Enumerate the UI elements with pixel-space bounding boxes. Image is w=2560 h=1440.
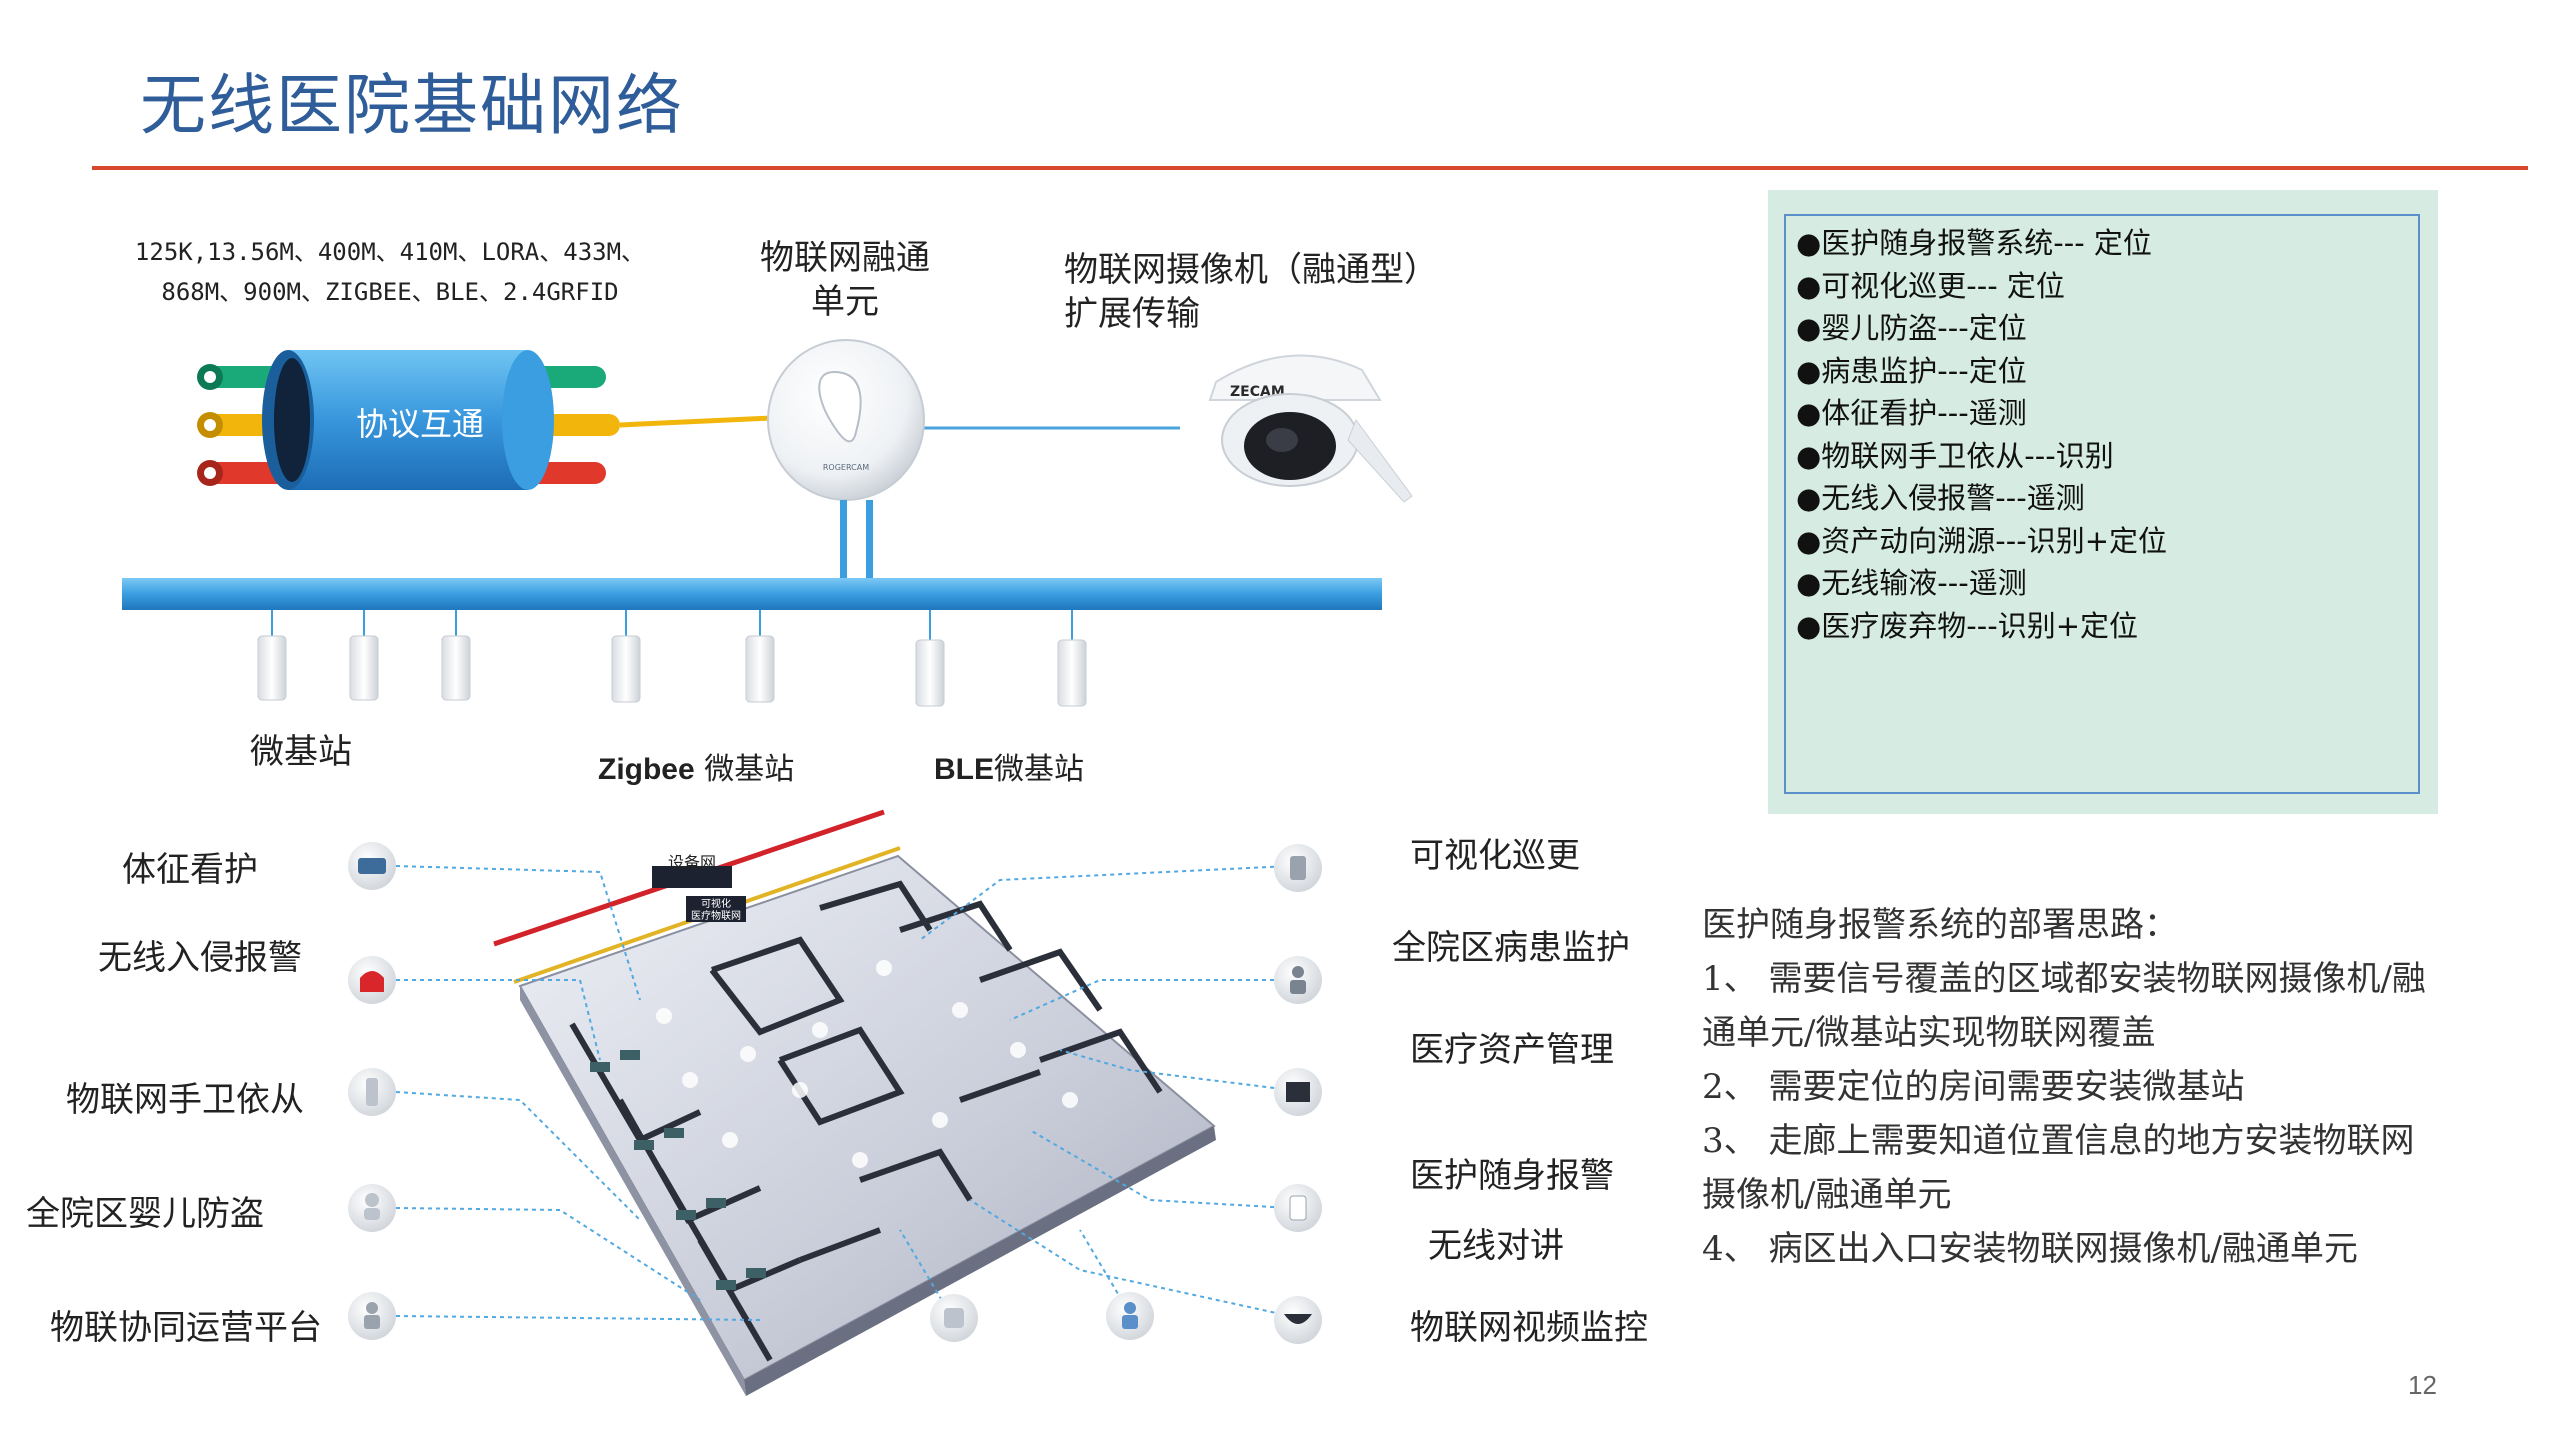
unit-brand: ROGERCAM	[823, 463, 869, 472]
hand-hygiene-icon	[348, 1068, 396, 1116]
label-vital-signs: 体征看护	[122, 850, 258, 890]
deployment-notes: 医护随身报警系统的部署思路： 1、 需要信号覆盖的区域都安装物联网摄像机/融 通…	[1702, 898, 2522, 1276]
feature-item: ●病患监护---定位	[1796, 353, 2027, 388]
feature-item: ●无线输液---遥测	[1796, 566, 2027, 600]
label-patrol: 可视化巡更	[1410, 836, 1580, 876]
patrol-icon	[1274, 844, 1322, 892]
deployment-line: 通单元/微基站实现物联网覆盖	[1702, 1013, 2156, 1053]
base-station	[441, 610, 471, 701]
base-station	[257, 610, 287, 701]
label-staff-alarm: 医护随身报警	[1410, 1156, 1614, 1196]
label-intercom: 无线对讲	[1428, 1226, 1564, 1266]
page-number: 12	[2408, 1370, 2437, 1400]
right-callout-icons	[930, 844, 1322, 1344]
frequency-line-1: 125K,13.56M、400M、410M、LORA、433M、	[134, 238, 646, 266]
deployment-line: 1、 需要信号覆盖的区域都安装物联网摄像机/融	[1702, 959, 2426, 999]
zigbee-label-bold: Zigbee	[598, 753, 695, 786]
cable-bundle	[197, 350, 620, 490]
label-asset-management: 医疗资产管理	[1410, 1030, 1614, 1070]
protocol-cylinder	[288, 350, 528, 490]
deployment-line: 3、 走廊上需要知道位置信息的地方安装物联网	[1702, 1121, 2415, 1161]
protocol-label: 协议互通	[356, 405, 484, 443]
label-operations-platform: 物联协同运营平台	[50, 1308, 322, 1348]
base-station	[349, 610, 379, 701]
iot-unit-label-line-1: 物联网融通	[760, 238, 930, 278]
camera-label-line-1: 物联网摄像机（融通型）	[1064, 250, 1438, 290]
video-surveillance-icon	[1274, 1296, 1322, 1344]
floorplan-diagram: 设备网 可视化 医疗物联网	[348, 809, 1322, 1396]
network-bus	[122, 578, 1382, 610]
frequency-line-2: 868M、900M、ZIGBEE、BLE、2.4GRFID	[161, 278, 619, 306]
operations-platform-icon	[348, 1292, 396, 1340]
base-station	[1057, 610, 1087, 707]
base-station	[915, 610, 945, 707]
staff-badge-icon	[1106, 1292, 1154, 1340]
feature-item: ●体征看护---遥测	[1796, 396, 2027, 430]
camera-label: 物联网摄像机（融通型） 扩展传输	[1064, 248, 1438, 336]
feature-item: ●婴儿防盗---定位	[1796, 311, 2027, 345]
infant-security-icon	[348, 1184, 396, 1232]
zigbee-label-rest: 微基站	[694, 752, 795, 787]
left-callout-icons	[348, 842, 396, 1340]
visual-tag-label: 可视化	[701, 897, 731, 910]
title-divider	[92, 166, 2528, 170]
asset-management-icon	[1274, 1068, 1322, 1116]
label-video-surveillance: 物联网视频监控	[1410, 1308, 1648, 1348]
ble-label-bold: BLE	[934, 753, 994, 786]
feature-item: ●物联网手卫依从---识别	[1796, 438, 2114, 473]
micro-station-label: 微基站	[250, 732, 352, 772]
feature-item: ●医护随身报警系统--- 定位	[1796, 226, 2152, 260]
page-title: 无线医院基础网络	[140, 67, 684, 144]
iot-camera: ZECAM	[1208, 354, 1413, 503]
zigbee-station-label: Zigbee 微基站	[598, 744, 794, 788]
ble-label-rest: 微基站	[994, 752, 1084, 787]
staff-alarm-icon	[1274, 1184, 1322, 1232]
feature-item: ●资产动向溯源---识别+定位	[1796, 523, 2167, 558]
label-infant-security: 全院区婴儿防盗	[26, 1194, 264, 1234]
feature-item: ●无线入侵报警---遥测	[1796, 481, 2085, 515]
intercom-icon	[930, 1294, 978, 1342]
iot-fusion-unit: ROGERCAM	[767, 339, 925, 580]
device-net-tag: 设备网 可视化 医疗物联网	[652, 853, 746, 922]
patient-monitor-icon	[1274, 956, 1322, 1004]
camera-label-line-2: 扩展传输	[1064, 294, 1200, 334]
label-patient-monitor: 全院区病患监护	[1392, 928, 1630, 968]
feature-panel: ●医护随身报警系统--- 定位 ●可视化巡更--- 定位 ●婴儿防盗---定位 …	[1768, 190, 2438, 814]
label-hand-hygiene: 物联网手卫依从	[66, 1080, 304, 1120]
deployment-line: 摄像机/融通单元	[1702, 1175, 1952, 1215]
link-cable-to-unit	[619, 415, 773, 428]
ble-station-label: BLE微基站	[934, 744, 1084, 788]
device-net-label: 设备网	[668, 853, 716, 872]
feature-item: ●可视化巡更--- 定位	[1796, 268, 2065, 303]
network-diagram: 协议互通 ROGERCAM ZECAM	[122, 339, 1413, 707]
iot-unit-label-line-2: 单元	[811, 282, 879, 322]
deployment-line: 4、 病区出入口安装物联网摄像机/融通单元	[1702, 1229, 2358, 1269]
feature-item: ●医疗废弃物---识别+定位	[1796, 608, 2138, 643]
micro-base-stations	[257, 610, 1087, 707]
vital-signs-icon	[348, 842, 396, 890]
base-station	[611, 610, 641, 703]
iot-unit-label: 物联网融通 单元	[750, 236, 940, 324]
frequency-list: 125K,13.56M、400M、410M、LORA、433M、 868M、90…	[110, 232, 670, 312]
callout-lines	[395, 865, 1291, 1321]
label-intrusion-alarm: 无线入侵报警	[98, 938, 302, 978]
deployment-heading: 医护随身报警系统的部署思路：	[1702, 905, 2178, 945]
iot-net-tag-label: 医疗物联网	[691, 909, 741, 922]
deployment-line: 2、 需要定位的房间需要安装微基站	[1702, 1067, 2245, 1107]
feature-list: ●医护随身报警系统--- 定位 ●可视化巡更--- 定位 ●婴儿防盗---定位 …	[1784, 214, 2420, 794]
base-station	[745, 610, 775, 703]
intrusion-alarm-icon	[348, 956, 396, 1004]
floor-plan	[518, 854, 1216, 1396]
